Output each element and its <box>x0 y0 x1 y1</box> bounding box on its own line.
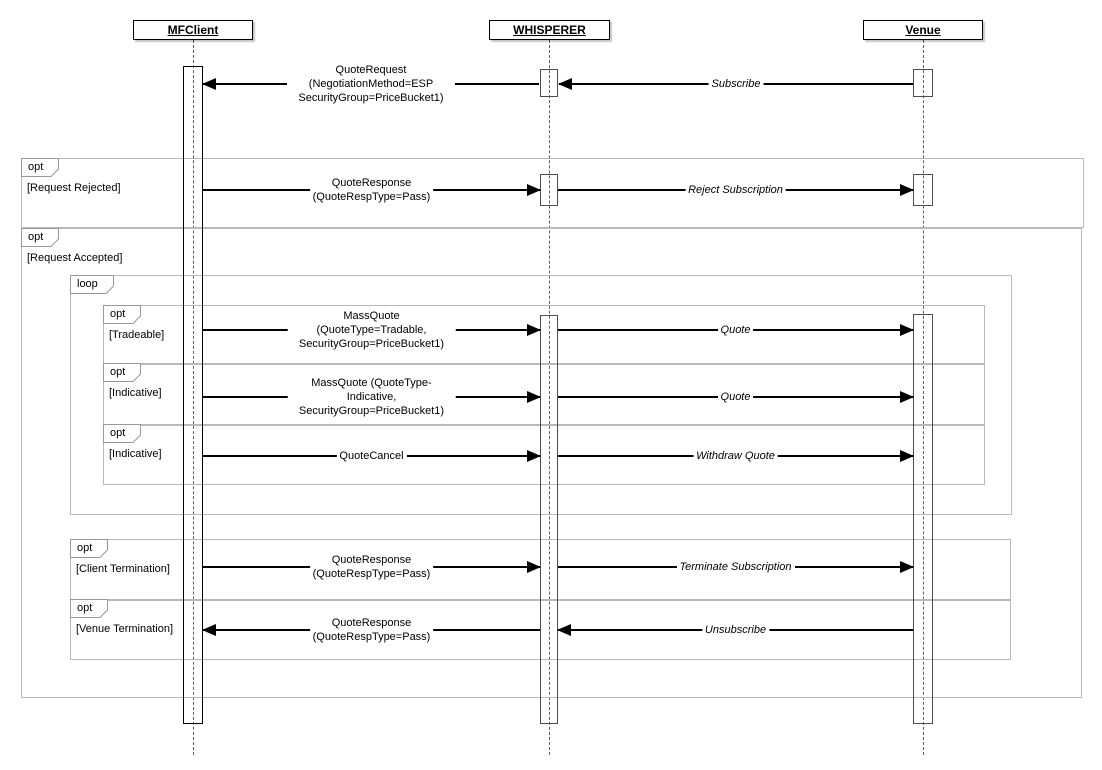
message-label: QuoteResponse (QuoteRespType=Pass) <box>309 176 434 204</box>
activation-venue-session <box>913 314 933 724</box>
fragment-operator: opt <box>77 542 93 554</box>
participant-venue: Venue <box>863 20 983 40</box>
fragment-guard: [Venue Termination] <box>76 623 174 635</box>
arrowhead-right-icon <box>900 391 914 403</box>
fragment-tab <box>21 228 59 247</box>
fragment-tab <box>70 539 108 558</box>
fragment-opt-indicative-1: opt [Indicative] <box>103 363 985 426</box>
arrowhead-left-icon <box>202 78 216 90</box>
fragment-guard: [Request Accepted] <box>27 252 123 264</box>
participant-whisperer: WHISPERER <box>489 20 610 40</box>
message-label: Unsubscribe <box>701 623 770 637</box>
activation-whisperer-reject <box>540 174 558 206</box>
message-label: Quote <box>717 390 754 404</box>
activation-whisperer-session <box>540 315 558 724</box>
message-label: QuoteResponse (QuoteRespType=Pass) <box>309 553 434 581</box>
message-label: MassQuote (QuoteType-Indicative, Securit… <box>287 376 456 418</box>
message-label: Subscribe <box>708 77 764 91</box>
lifeline-whisperer <box>549 40 550 755</box>
fragment-tab <box>103 305 141 324</box>
arrowhead-right-icon <box>527 391 541 403</box>
participant-mfclient: MFClient <box>133 20 253 40</box>
arrowhead-right-icon <box>900 324 914 336</box>
arrowhead-right-icon <box>527 561 541 573</box>
participant-label: WHISPERER <box>513 23 586 37</box>
fragment-operator: loop <box>77 278 98 290</box>
fragment-operator: opt <box>77 602 93 614</box>
arrowhead-right-icon <box>900 561 914 573</box>
activation-venue-reject <box>913 174 933 206</box>
participant-label: MFClient <box>167 23 219 37</box>
fragment-tab <box>70 275 114 294</box>
arrowhead-right-icon <box>527 324 541 336</box>
arrowhead-right-icon <box>527 450 541 462</box>
fragment-opt-request-accepted: opt [Request Accepted] <box>21 228 1082 698</box>
fragment-opt-indicative-2: opt [Indicative] <box>103 424 985 485</box>
fragment-tab <box>103 424 141 443</box>
fragment-guard: [Client Termination] <box>76 563 170 575</box>
fragment-operator: opt <box>28 161 44 173</box>
arrowhead-right-icon <box>900 184 914 196</box>
lifeline-venue <box>923 40 924 755</box>
fragment-guard: [Tradeable] <box>109 329 165 341</box>
fragment-guard: [Indicative] <box>109 448 162 460</box>
message-label: Quote <box>717 323 754 337</box>
arrowhead-left-icon <box>558 78 572 90</box>
fragment-operator: opt <box>28 231 44 243</box>
fragment-operator: opt <box>110 366 126 378</box>
fragment-operator: opt <box>110 427 126 439</box>
message-label: Terminate Subscription <box>676 560 795 574</box>
message-label: MassQuote (QuoteType=Tradable, SecurityG… <box>287 309 456 351</box>
fragment-opt-request-rejected: opt [Request Rejected] <box>21 158 1084 228</box>
participant-label: Venue <box>905 23 941 37</box>
fragment-opt-tradeable: opt [Tradeable] <box>103 305 985 365</box>
fragment-tab <box>21 158 59 177</box>
fragment-guard: [Indicative] <box>109 387 162 399</box>
message-label: Reject Subscription <box>685 183 786 197</box>
arrowhead-left-icon <box>557 624 571 636</box>
lifeline-mfclient <box>193 40 194 755</box>
activation-venue-subscribe <box>913 69 933 97</box>
message-label: QuoteCancel <box>336 449 407 463</box>
fragment-guard: [Request Rejected] <box>27 182 121 194</box>
fragment-loop: loop <box>70 275 1012 515</box>
arrowhead-right-icon <box>527 184 541 196</box>
fragment-tab <box>70 599 108 618</box>
fragment-tab <box>103 363 141 382</box>
message-label: Withdraw Quote <box>693 449 778 463</box>
activation-whisperer-subscribe <box>540 69 558 97</box>
message-label: QuoteResponse (QuoteRespType=Pass) <box>309 616 434 644</box>
arrowhead-left-icon <box>202 624 216 636</box>
fragment-operator: opt <box>110 308 126 320</box>
arrowhead-right-icon <box>900 450 914 462</box>
message-label: QuoteRequest (NegotiationMethod=ESP Secu… <box>287 63 455 105</box>
activation-mfclient <box>183 66 203 724</box>
